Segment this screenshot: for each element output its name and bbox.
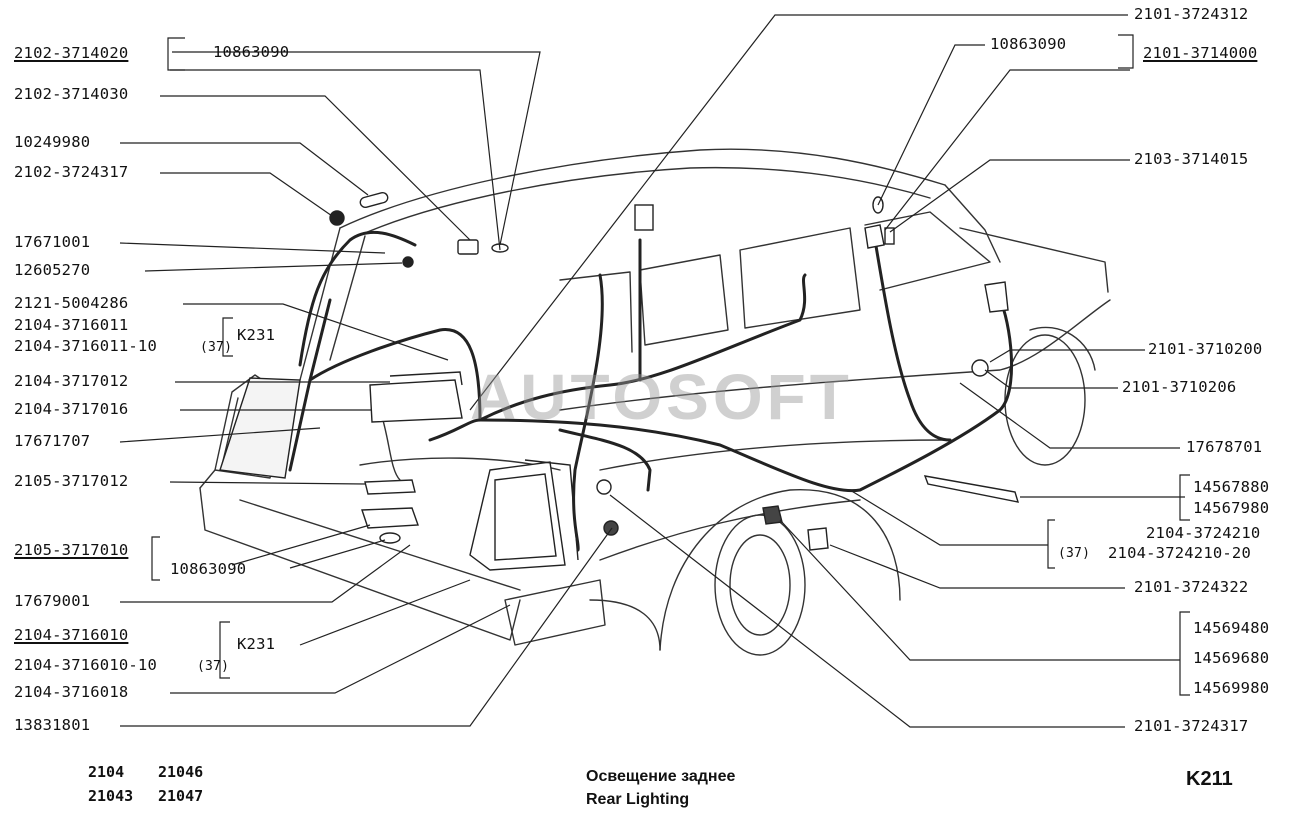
part-label: 10863090 (213, 43, 290, 61)
car-body-outline (199, 148, 1111, 656)
part-label: 2121-5004286 (14, 294, 129, 312)
side-clip (807, 527, 829, 551)
socket-1 (971, 359, 989, 377)
part-label: 2105-3717012 (14, 472, 129, 490)
part-label: 2102-3724317 (14, 163, 129, 181)
rear-lamp-right (469, 459, 579, 571)
part-label: 2104-3716011-10 (14, 337, 157, 355)
part-label: 13831801 (14, 716, 91, 734)
lamp-holder (634, 204, 654, 231)
model-number: 21046 (158, 763, 204, 781)
leader-lines (119, 14, 1190, 728)
part-label: 2104-3716010-10 (14, 656, 157, 674)
watermark: AUTOSOFT (470, 361, 853, 433)
part-label: 2101-3724322 (1134, 578, 1249, 596)
variant-tag: (37) (1058, 546, 1091, 561)
rear-lamp-left (219, 377, 301, 479)
holder-strap (923, 475, 1020, 503)
part-label: 2101-3710206 (1122, 378, 1237, 396)
variant-tag: (37) (197, 659, 230, 674)
part-label: 10863090 (170, 560, 247, 578)
part-label: 2101-3710200 (1148, 340, 1263, 358)
high-stop-lamp (369, 371, 463, 423)
model-number: 2104 (88, 763, 125, 781)
bulb-1 (596, 479, 612, 495)
part-label: 14569980 (1193, 679, 1270, 697)
part-label: 2105-3717010 (14, 541, 129, 559)
wiring-harness (288, 230, 1014, 552)
part-label: 14567880 (1193, 478, 1270, 496)
diagram-title-en: Rear Lighting (586, 791, 690, 808)
group-tag: K231 (237, 326, 276, 344)
plate-lamp-lens (364, 479, 416, 495)
part-label: 2104-3716010 (14, 626, 129, 644)
plate-lamp-gasket (379, 532, 401, 544)
diagram-title-ru: Освещение заднее (586, 768, 736, 785)
part-label: 14567980 (1193, 499, 1270, 517)
part-label: 14569480 (1193, 619, 1270, 637)
part-label: 17671707 (14, 432, 91, 450)
grommet-1 (329, 210, 345, 226)
part-label: 2104-3717012 (14, 372, 129, 390)
variant-tag: (37) (200, 340, 233, 355)
part-label: 17678701 (1186, 438, 1263, 456)
part-label: 2104-3717016 (14, 400, 129, 418)
page-code: K211 (1186, 768, 1233, 790)
front-connector (984, 281, 1009, 313)
plate-lamp-body (361, 507, 419, 529)
screw-1 (402, 256, 414, 268)
part-label: 2102-3714020 (14, 44, 129, 62)
part-label: 17671001 (14, 233, 91, 251)
part-label: 2104-3724210-20 (1108, 544, 1251, 562)
model-number: 21047 (158, 787, 204, 805)
part-label: 2104-3716011 (14, 316, 129, 334)
model-number: 21043 (88, 787, 134, 805)
group-tag: K231 (237, 635, 276, 653)
part-label: 10249980 (14, 133, 91, 151)
wire-holder (762, 505, 783, 525)
part-label: 10863090 (990, 35, 1067, 53)
wire-clip-1 (359, 191, 389, 209)
door-switch (864, 224, 885, 249)
bulb-2 (603, 520, 619, 536)
part-label: 2101-3724317 (1134, 717, 1249, 735)
part-label: 14569680 (1193, 649, 1270, 667)
part-label: 2103-3714015 (1134, 150, 1249, 168)
part-label: 17679001 (14, 592, 91, 610)
part-label: 2104-3724210 (1146, 524, 1261, 542)
part-label: 12605270 (14, 261, 91, 279)
roof-connector (457, 239, 479, 255)
part-label: 2102-3714030 (14, 85, 129, 103)
door-switch-cap (884, 227, 895, 245)
part-label: 2104-3716018 (14, 683, 129, 701)
part-label: 2101-3714000 (1143, 44, 1258, 62)
components (219, 191, 1020, 571)
part-label: 2101-3724312 (1134, 5, 1249, 23)
